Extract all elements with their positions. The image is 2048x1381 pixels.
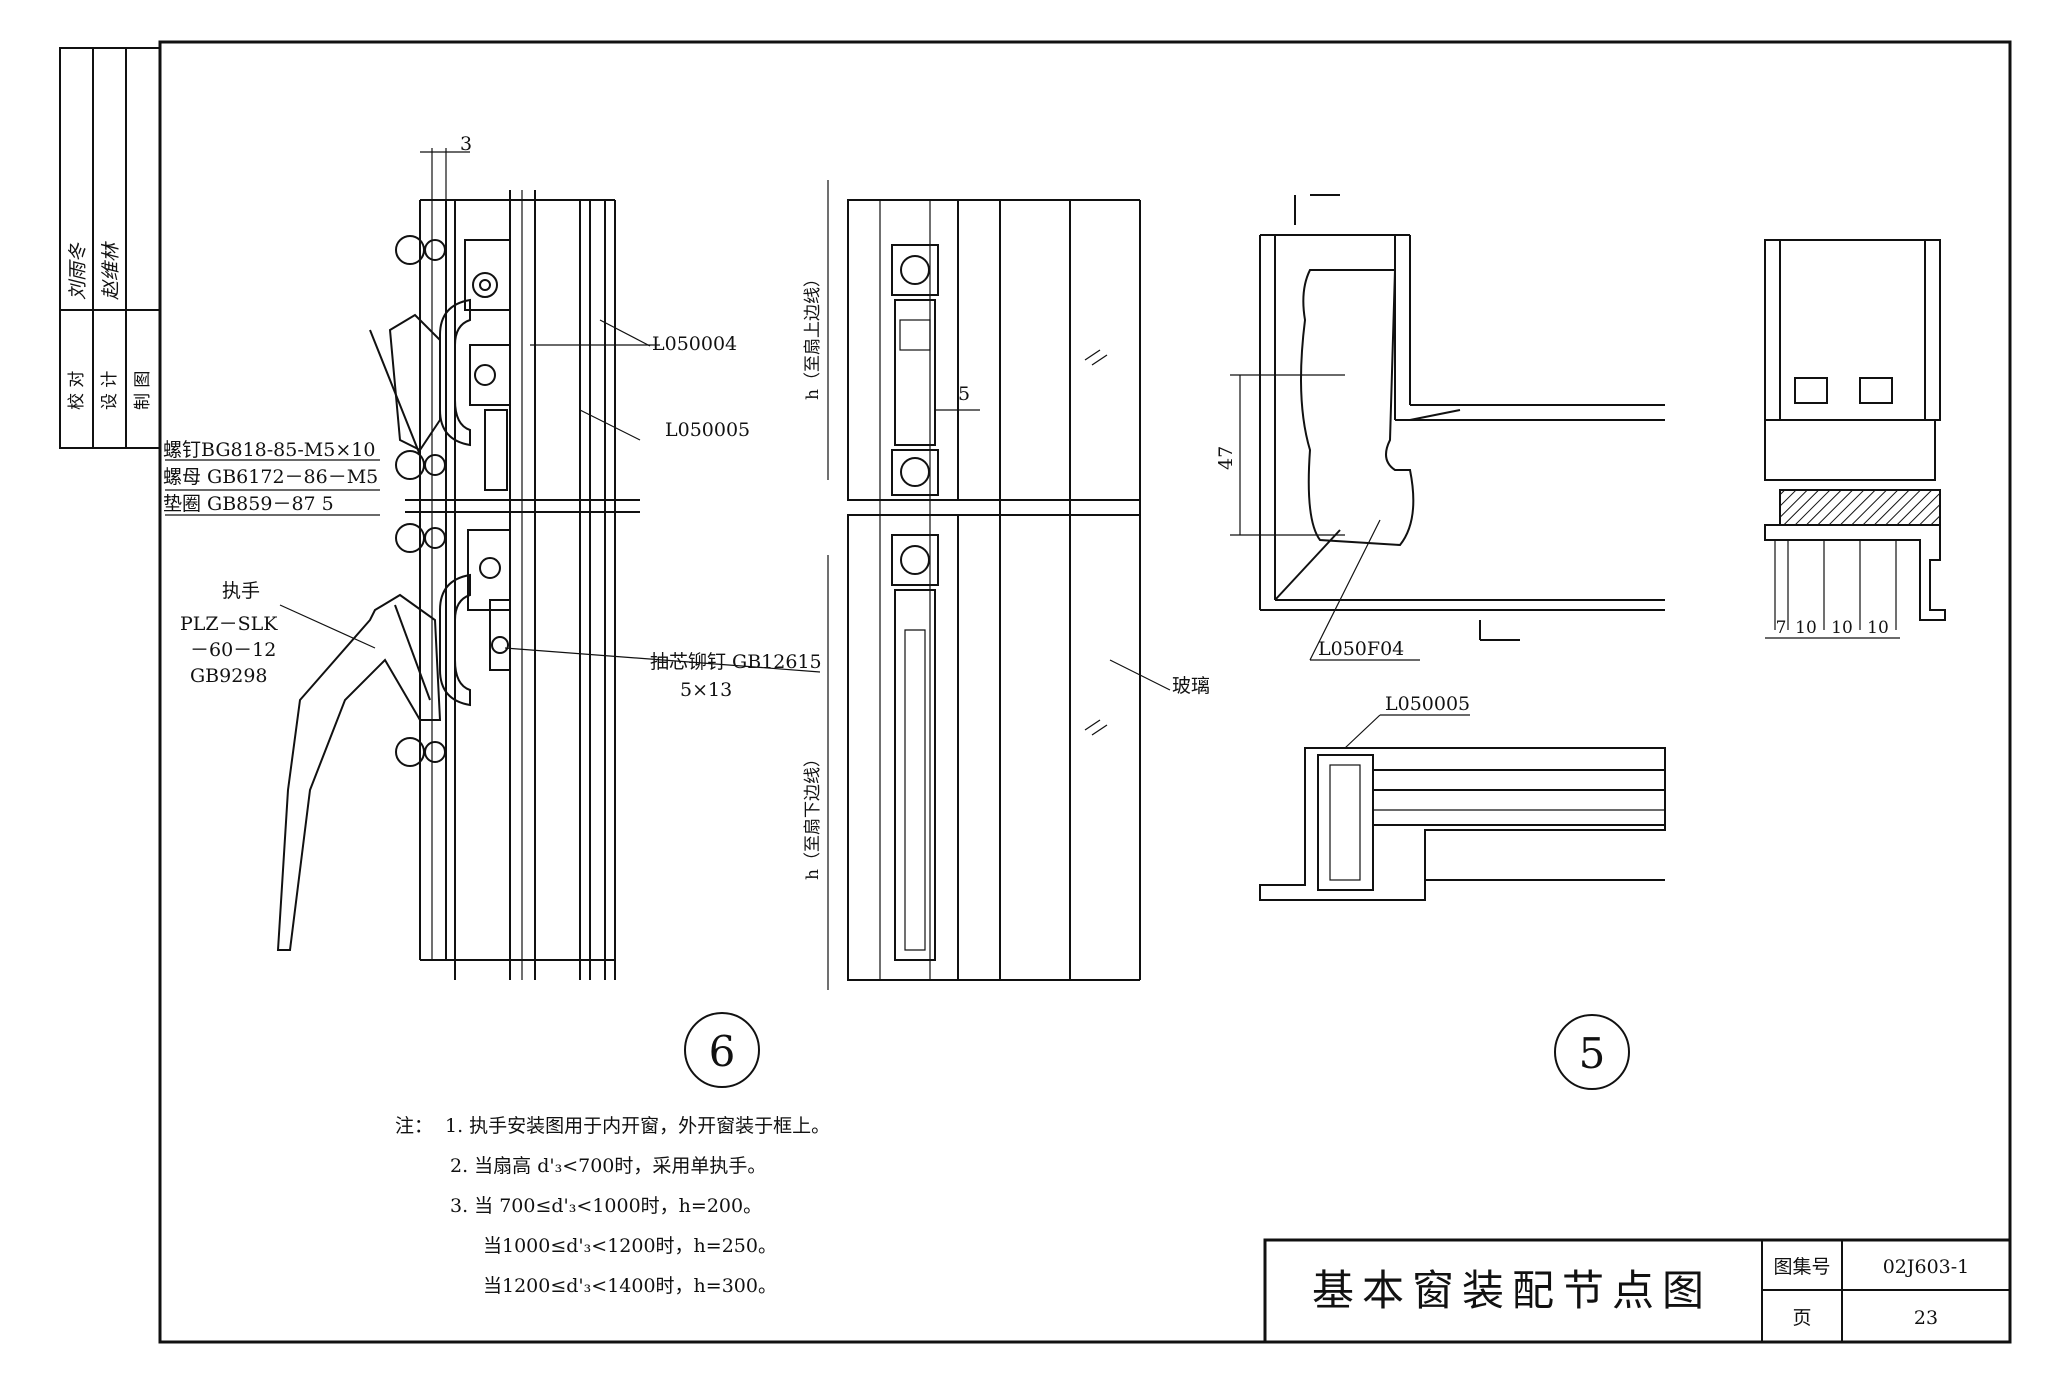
label-handle: 执手 bbox=[222, 580, 260, 602]
label-screw: 螺钉BG818-85-M5×10 bbox=[163, 439, 375, 461]
sheet-border bbox=[158, 40, 2012, 1344]
note-1: 1. 执手安装图用于内开窗，外开窗装于框上。 bbox=[445, 1115, 830, 1137]
label-handle-spec2: －60－12 bbox=[190, 639, 276, 661]
label-nut: 螺母 GB6172－86－M5 bbox=[163, 466, 378, 488]
detail-5-number: 5 bbox=[1579, 1029, 1606, 1078]
right-section-dimensions: 7 10 10 10 bbox=[1776, 618, 1889, 638]
dim-5: 5 bbox=[958, 383, 970, 405]
dim-label: 7 bbox=[1776, 618, 1787, 638]
detail-6-handle-assembly: 3 bbox=[163, 133, 1210, 990]
page-value: 23 bbox=[1914, 1307, 1938, 1329]
note-5: 当1200≤d'₃<1400时，h=300。 bbox=[483, 1275, 777, 1297]
row2-signature: 赵维林 bbox=[100, 241, 122, 300]
row1-signature: 刘雨冬 bbox=[67, 242, 89, 300]
label-rivet-size: 5×13 bbox=[680, 679, 732, 701]
note-2: 2. 当扇高 d'₃<700时，采用单执手。 bbox=[450, 1155, 766, 1177]
atlas-label: 图集号 bbox=[1773, 1256, 1830, 1278]
dim-label: 10 bbox=[1795, 618, 1817, 638]
notes: 注： 1. 执手安装图用于内开窗，外开窗装于框上。 2. 当扇高 d'₃<700… bbox=[395, 1115, 830, 1297]
page-label: 页 bbox=[1792, 1307, 1811, 1329]
detail-6-marker: 6 bbox=[684, 1012, 760, 1088]
label-l050004: L050004 bbox=[652, 333, 737, 355]
dim-label: 10 bbox=[1867, 618, 1889, 638]
row2-label: 设 计 bbox=[100, 371, 120, 410]
note-4: 当1000≤d'₃<1200时，h=250。 bbox=[483, 1235, 777, 1257]
note-3: 3. 当 700≤d'₃<1000时，h=200。 bbox=[450, 1195, 762, 1217]
detail-5-corner: 47 L050F04 L050005 bbox=[1215, 194, 1946, 901]
label-rivet: 抽芯铆钉 GB12615 bbox=[650, 651, 822, 673]
dim-label: 10 bbox=[1831, 618, 1853, 638]
atlas-value: 02J603-1 bbox=[1883, 1256, 1970, 1278]
notes-prefix: 注： bbox=[395, 1115, 433, 1137]
dim-h-upper: h（至扇上边线） bbox=[803, 270, 823, 400]
detail-5-marker: 5 bbox=[1554, 1014, 1630, 1090]
label-handle-spec3: GB9298 bbox=[190, 665, 268, 687]
label-l050005-bottom: L050005 bbox=[1385, 693, 1470, 715]
dim-h-lower: h（至扇下边线） bbox=[803, 750, 823, 880]
drawing-title: 基本窗装配节点图 bbox=[1312, 1266, 1712, 1315]
row1-label: 校 对 bbox=[67, 371, 87, 410]
dim-3: 3 bbox=[460, 133, 472, 155]
label-handle-spec1: PLZ－SLK bbox=[180, 613, 278, 635]
dim-47: 47 bbox=[1215, 446, 1237, 470]
label-l050005-top: L050005 bbox=[665, 419, 750, 441]
title-block: 基本窗装配节点图 图集号 02J603-1 页 23 bbox=[1263, 1238, 2012, 1344]
label-washer: 垫圈 GB859－87 5 bbox=[163, 493, 334, 515]
detail-6-number: 6 bbox=[709, 1027, 736, 1076]
label-glass: 玻璃 bbox=[1172, 675, 1210, 697]
row3-label: 制 图 bbox=[133, 371, 153, 410]
signature-block: 校 对 设 计 制 图 刘雨冬 赵维林 bbox=[59, 47, 161, 449]
label-l050f04: L050F04 bbox=[1318, 638, 1404, 660]
